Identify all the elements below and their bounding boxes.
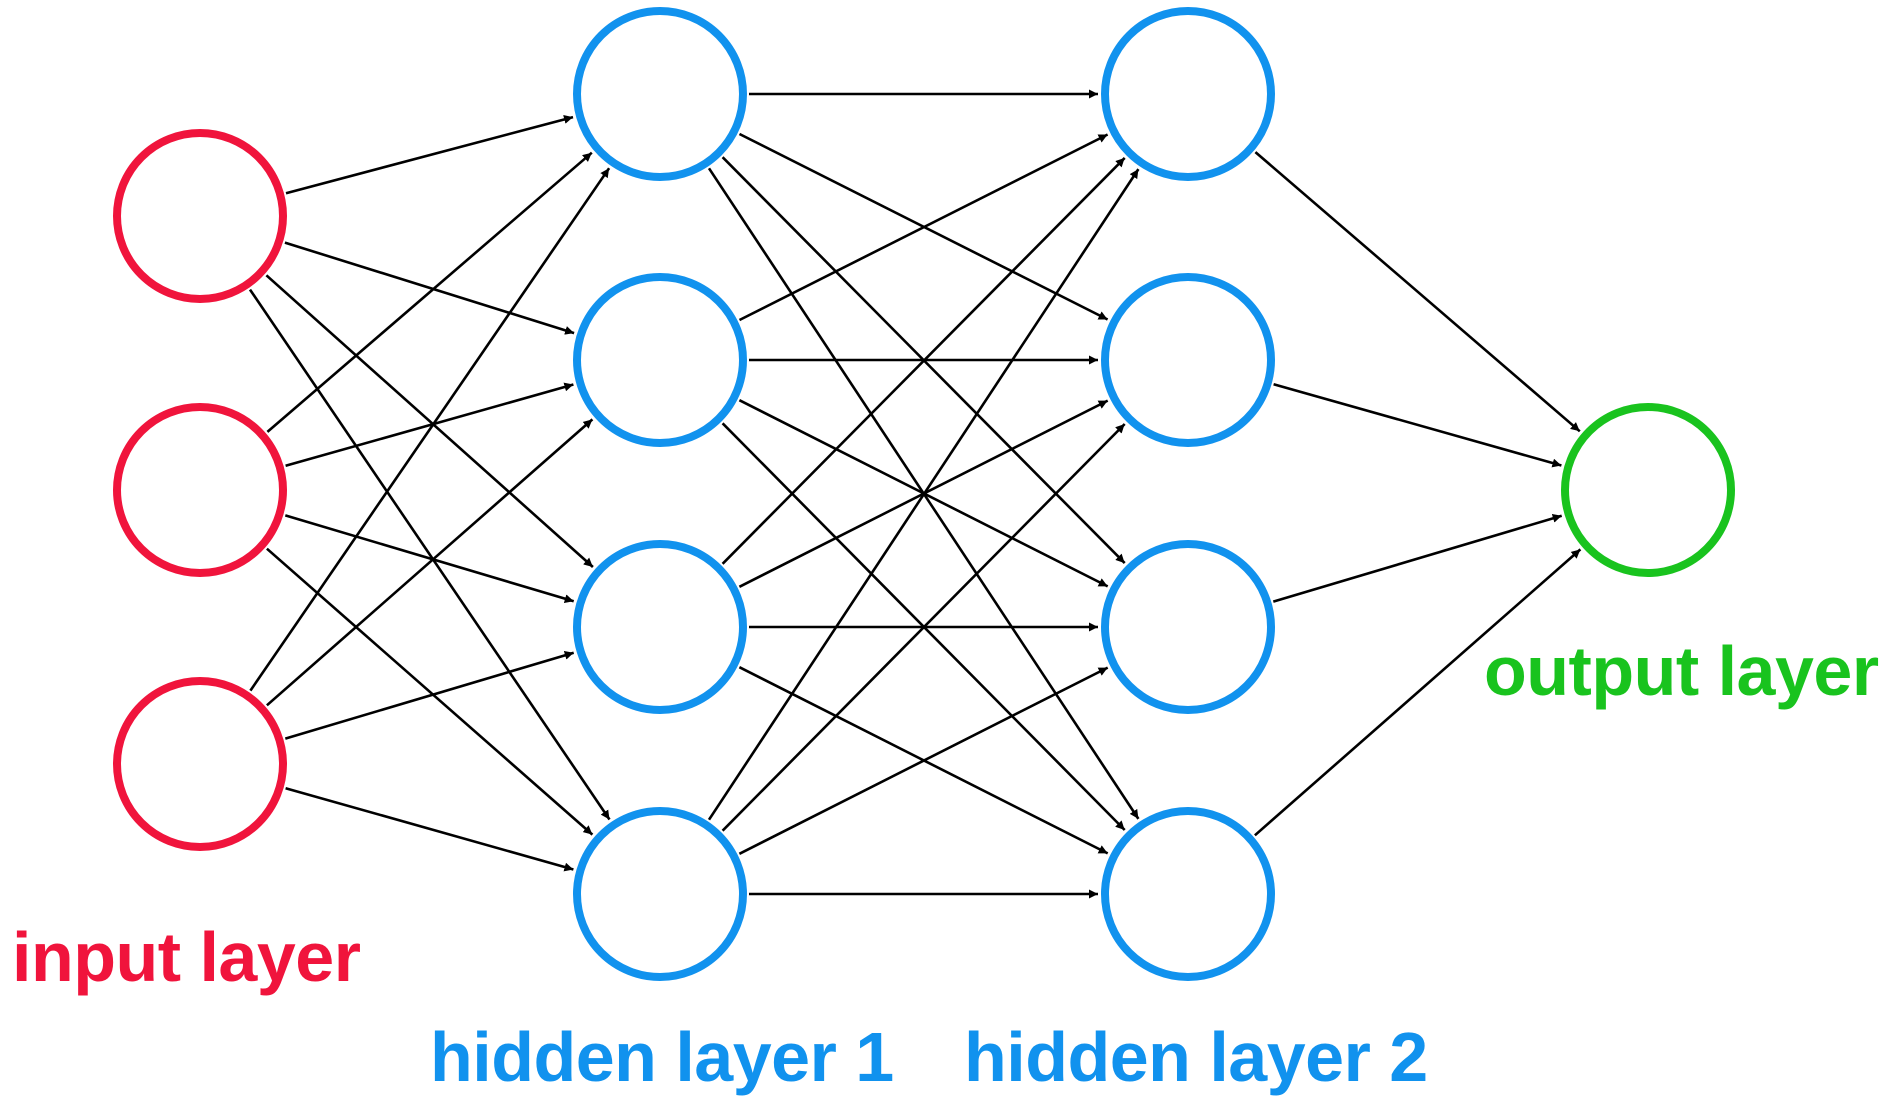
hidden2-node-2 xyxy=(1101,273,1275,447)
edge-input-1-to-hidden1-3 xyxy=(265,274,594,568)
neurons xyxy=(113,7,1735,981)
edge-hidden1-4-to-hidden2-3 xyxy=(738,666,1109,855)
hidden1-node-4 xyxy=(573,807,747,981)
edge-input-3-to-hidden1-3 xyxy=(284,650,575,740)
edge-hidden2-2-to-output-1 xyxy=(1273,382,1562,468)
hidden1-node-2 xyxy=(573,273,747,447)
input-node-3 xyxy=(113,677,287,851)
edge-hidden1-2-to-hidden2-1 xyxy=(738,133,1109,322)
input-node-1 xyxy=(113,129,287,303)
hidden2-node-1 xyxy=(1101,7,1275,181)
output-layer-label: output layer xyxy=(1484,632,1879,710)
edge-input-1-to-hidden1-2 xyxy=(284,241,575,335)
edge-input-2-to-hidden1-1 xyxy=(266,151,593,433)
edge-hidden2-1-to-output-1 xyxy=(1254,151,1581,433)
edge-hidden1-4-to-hidden2-1 xyxy=(707,168,1140,821)
hidden2-node-3 xyxy=(1101,540,1275,714)
edge-input-2-to-hidden1-4 xyxy=(266,547,594,836)
hidden1-node-1 xyxy=(573,7,747,181)
edge-input-3-to-hidden1-2 xyxy=(266,418,594,707)
hidden1-node-3 xyxy=(573,540,747,714)
edge-hidden1-4-to-hidden2-2 xyxy=(721,423,1126,832)
output-node-1 xyxy=(1561,403,1735,577)
input-layer-label: input layer xyxy=(12,918,361,996)
edge-input-2-to-hidden1-2 xyxy=(285,382,574,468)
hidden-layer-2-label: hidden layer 2 xyxy=(964,1018,1428,1096)
edge-hidden2-3-to-output-1 xyxy=(1272,513,1563,603)
connections xyxy=(248,89,1582,899)
edge-hidden2-4-to-output-1 xyxy=(1254,548,1582,837)
edge-input-3-to-hidden1-1 xyxy=(249,167,611,692)
edge-input-3-to-hidden1-4 xyxy=(285,786,574,872)
hidden-layer-1-label: hidden layer 1 xyxy=(430,1018,894,1096)
hidden2-node-4 xyxy=(1101,807,1275,981)
edge-hidden1-3-to-hidden2-1 xyxy=(721,156,1126,565)
input-node-2 xyxy=(113,403,287,577)
edge-input-1-to-hidden1-1 xyxy=(285,115,574,195)
edge-input-2-to-hidden1-3 xyxy=(284,514,575,604)
edge-input-1-to-hidden1-4 xyxy=(248,288,611,821)
